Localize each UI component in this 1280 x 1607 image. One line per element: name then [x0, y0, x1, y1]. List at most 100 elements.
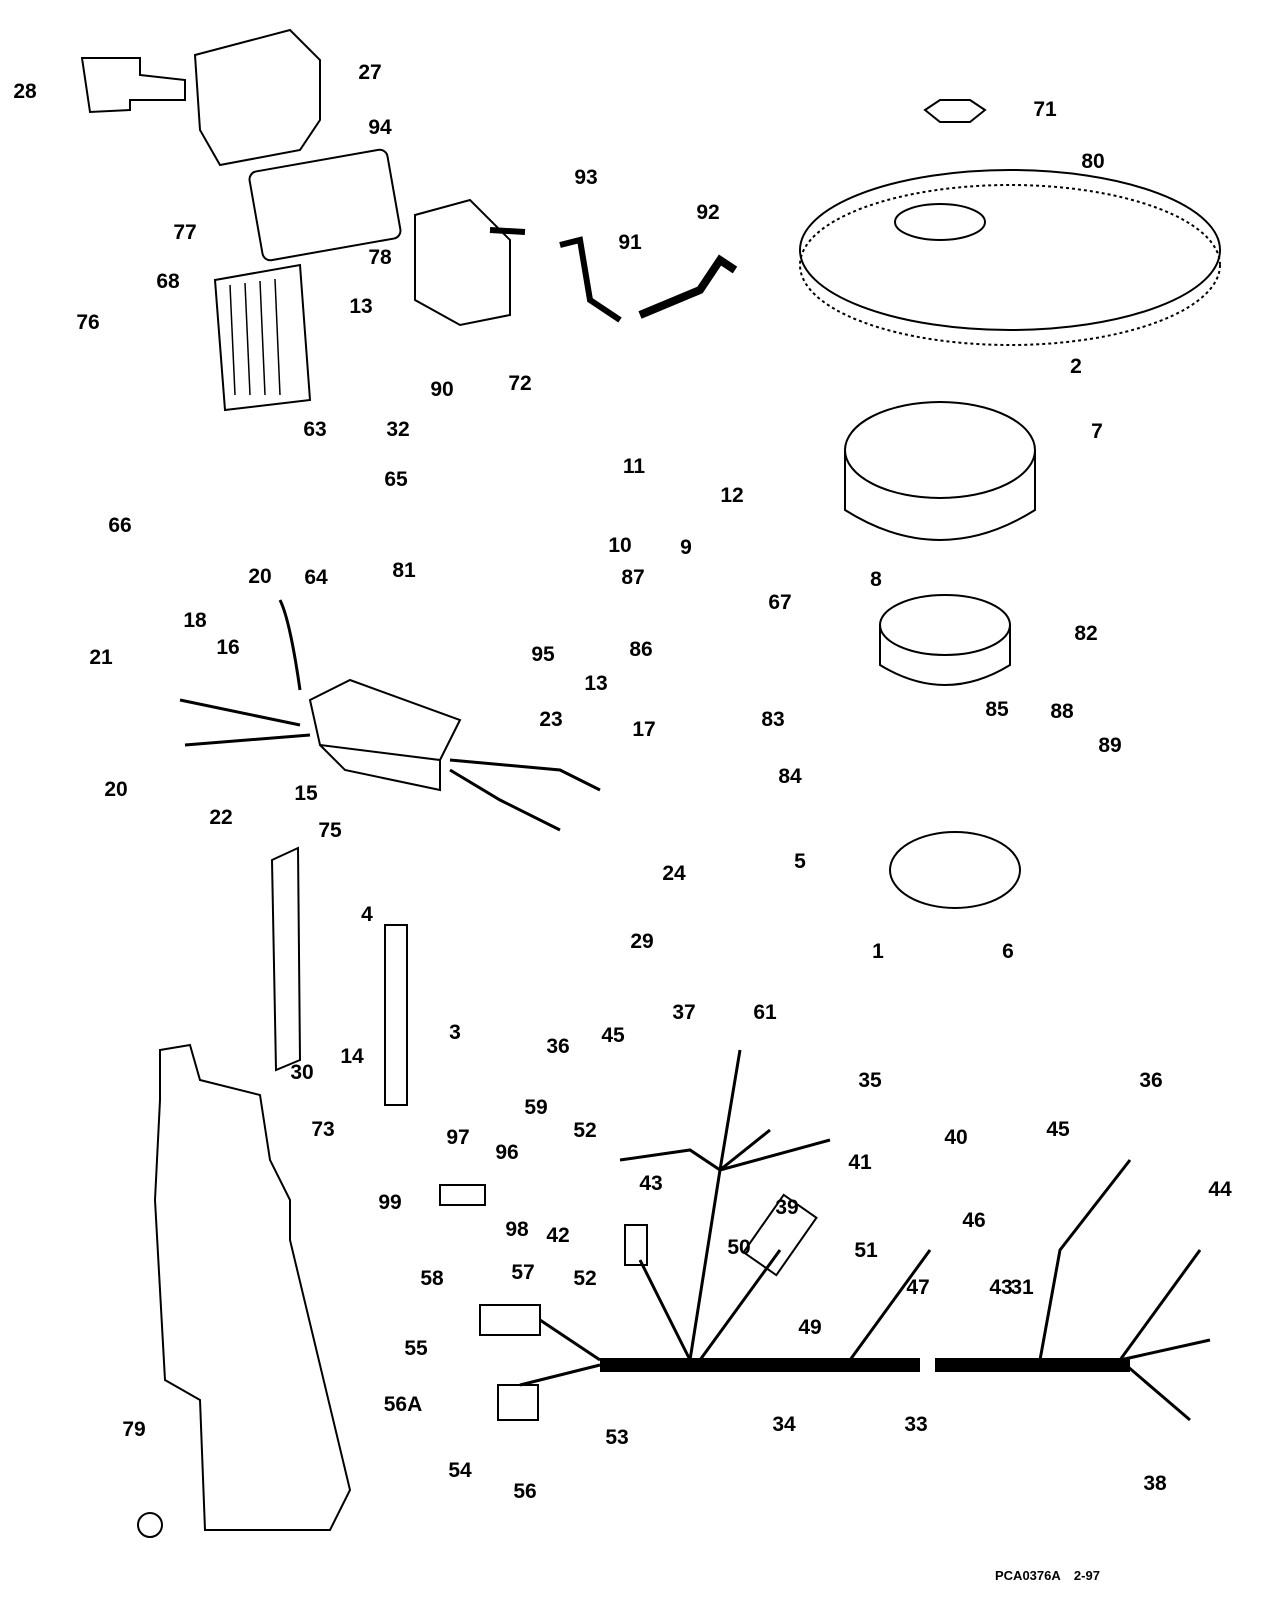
- callout-31: 31: [1010, 1276, 1034, 1299]
- callout-77: 77: [173, 221, 197, 244]
- callout-92: 92: [696, 201, 720, 224]
- callout-17: 17: [632, 718, 656, 741]
- callout-28: 28: [13, 80, 37, 103]
- callout-7: 7: [1091, 420, 1103, 443]
- module-94: [248, 148, 402, 262]
- callout-38: 38: [1143, 1472, 1167, 1495]
- callout-58: 58: [420, 1267, 444, 1290]
- connector-41: [742, 1193, 818, 1277]
- callout-13: 13: [349, 295, 373, 318]
- boot-92: [638, 254, 738, 319]
- flywheel-hub: [894, 203, 986, 241]
- callout-93: 93: [574, 166, 598, 189]
- callout-20: 20: [104, 778, 128, 801]
- callout-51: 51: [854, 1239, 878, 1262]
- callout-32: 32: [386, 418, 410, 441]
- callout-80: 80: [1081, 150, 1105, 173]
- flywheel-ring-gear: [799, 184, 1221, 346]
- callout-21: 21: [89, 646, 113, 669]
- callout-6: 6: [1002, 940, 1014, 963]
- callout-90: 90: [430, 378, 454, 401]
- callout-55: 55: [404, 1337, 428, 1360]
- callout-14: 14: [340, 1045, 364, 1068]
- callout-66: 66: [108, 514, 132, 537]
- callout-36: 36: [1139, 1069, 1163, 1092]
- callout-71: 71: [1033, 98, 1057, 121]
- power-pack-15: [308, 678, 462, 762]
- callout-97: 97: [446, 1126, 470, 1149]
- ring-6: [889, 831, 1021, 909]
- sensor-body: [879, 625, 1011, 686]
- bolt-79: [137, 1512, 163, 1538]
- strip-3: [384, 924, 408, 1106]
- callout-47: 47: [906, 1276, 930, 1299]
- drawing-date: 2-97: [1073, 1568, 1100, 1583]
- sensor-82: [879, 594, 1011, 656]
- callout-16: 16: [216, 636, 240, 659]
- callout-63: 63: [303, 418, 327, 441]
- callout-98: 98: [505, 1218, 529, 1241]
- callout-36: 36: [546, 1035, 570, 1058]
- callout-3: 3: [449, 1021, 461, 1044]
- plate-73: [153, 1043, 352, 1531]
- stator-body: [844, 450, 1036, 541]
- stator-7: [844, 401, 1036, 499]
- callout-82: 82: [1074, 622, 1098, 645]
- callout-1: 1: [872, 940, 884, 963]
- callout-65: 65: [384, 468, 408, 491]
- callout-37: 37: [672, 1001, 696, 1024]
- coil-72: [414, 198, 511, 327]
- callout-49: 49: [798, 1316, 822, 1339]
- callout-45: 45: [601, 1024, 625, 1047]
- callout-94: 94: [368, 116, 392, 139]
- drawing-code: PCA0376A: [995, 1568, 1061, 1583]
- callout-41: 41: [848, 1151, 872, 1174]
- callout-88: 88: [1050, 700, 1074, 723]
- connector-58: [479, 1304, 541, 1336]
- callout-30: 30: [290, 1061, 314, 1084]
- callout-72: 72: [508, 372, 532, 395]
- callout-46: 46: [962, 1209, 986, 1232]
- footer: PCA0376A 2-97: [995, 1568, 1100, 1583]
- harness-branches: [519, 1049, 1211, 1422]
- rectifier-fins: [229, 278, 281, 396]
- callout-42: 42: [546, 1224, 570, 1247]
- callout-43: 43: [639, 1172, 663, 1195]
- callout-24: 24: [662, 862, 686, 885]
- callout-8: 8: [870, 568, 882, 591]
- callout-76: 76: [76, 311, 100, 334]
- callout-83: 83: [761, 708, 785, 731]
- callout-40: 40: [944, 1126, 968, 1149]
- callout-5: 5: [794, 850, 806, 873]
- callout-52: 52: [573, 1119, 597, 1142]
- boot-93: [559, 236, 622, 323]
- callout-67: 67: [768, 591, 792, 614]
- callout-54: 54: [448, 1459, 472, 1482]
- callout-50: 50: [727, 1236, 751, 1259]
- callout-61: 61: [753, 1001, 777, 1024]
- callout-39: 39: [775, 1196, 799, 1219]
- callout-99: 99: [378, 1191, 402, 1214]
- callout-13: 13: [584, 672, 608, 695]
- callout-34: 34: [772, 1413, 796, 1436]
- power-pack-base: [319, 744, 441, 792]
- connector-54: [497, 1384, 539, 1421]
- mount-27: [193, 28, 321, 167]
- bracket-28: [80, 57, 186, 114]
- callout-12: 12: [720, 484, 744, 507]
- callout-56: 56: [513, 1480, 537, 1503]
- callout-10: 10: [608, 534, 632, 557]
- fuse-holder-97: [439, 1184, 486, 1206]
- callout-89: 89: [1098, 734, 1122, 757]
- callout-52: 52: [573, 1267, 597, 1290]
- callout-57: 57: [511, 1261, 535, 1284]
- callout-87: 87: [621, 566, 645, 589]
- callout-15: 15: [294, 782, 318, 805]
- callout-45: 45: [1046, 1118, 1070, 1141]
- callout-64: 64: [304, 566, 328, 589]
- power-pack-leads: [179, 599, 601, 832]
- callout-91: 91: [618, 231, 642, 254]
- callout-9: 9: [680, 536, 692, 559]
- callout-44: 44: [1208, 1178, 1232, 1201]
- callout-18: 18: [183, 609, 207, 632]
